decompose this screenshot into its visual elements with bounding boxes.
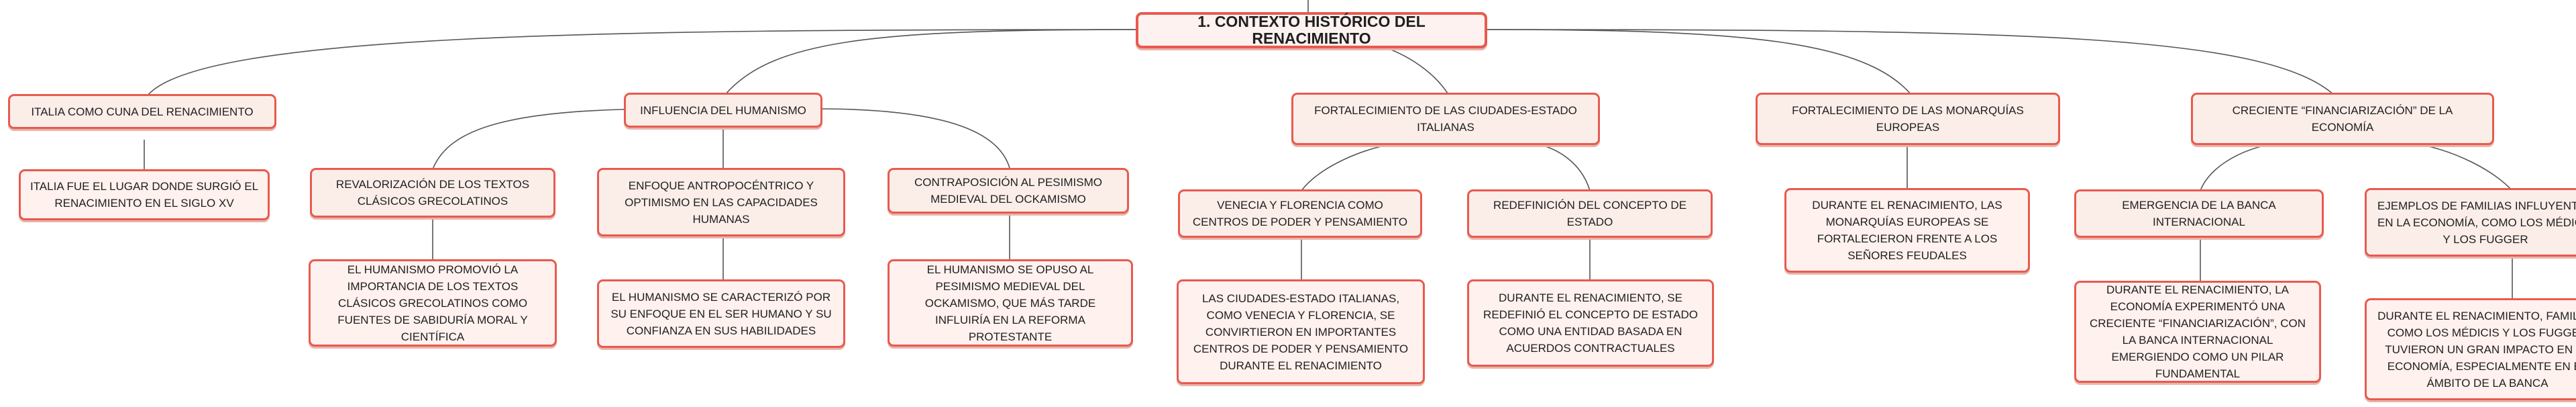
connector-b2-c3	[816, 108, 1010, 169]
connector-root-branch-1	[147, 29, 1138, 96]
branch-italia-cuna[interactable]: ITALIA COMO CUNA DEL RENACIMIENTO	[8, 94, 276, 129]
leaf-humanismo-ser-humano[interactable]: EL HUMANISMO SE CARACTERIZÓ POR SU ENFOQ…	[597, 279, 845, 348]
topic-venecia-florencia[interactable]: VENECIA Y FLORENCIA COMO CENTROS DE PODE…	[1178, 189, 1422, 238]
topic-contraposicion-pesimismo[interactable]: CONTRAPOSICIÓN AL PESIMISMO MEDIEVAL DEL…	[888, 168, 1129, 214]
connector-b3-c1	[1301, 142, 1403, 191]
leaf-monarquias-feudales[interactable]: DURANTE EL RENACIMIENTO, LAS MONARQUÍAS …	[1784, 188, 2030, 273]
leaf-ciudades-centros-poder[interactable]: LAS CIUDADES-ESTADO ITALIANAS, COMO VENE…	[1177, 279, 1425, 384]
topic-banca-internacional[interactable]: EMERGENCIA DE LA BANCA INTERNACIONAL	[2074, 189, 2324, 238]
leaf-financiarizacion-banca[interactable]: DURANTE EL RENACIMIENTO, LA ECONOMÍA EXP…	[2074, 281, 2321, 383]
connector-root-branch-4	[1485, 29, 1913, 96]
connector-b3-c2	[1529, 142, 1591, 191]
leaf-humanismo-ockamismo[interactable]: EL HUMANISMO SE OPUSO AL PESIMISMO MEDIE…	[888, 259, 1133, 347]
topic-revalorizacion-textos[interactable]: REVALORIZACIÓN DE LOS TEXTOS CLÁSICOS GR…	[310, 168, 555, 218]
branch-monarquias-europeas[interactable]: FORTALECIMIENTO DE LAS MONARQUÍAS EUROPE…	[1756, 93, 2060, 145]
branch-ciudades-estado[interactable]: FORTALECIMIENTO DE LAS CIUDADES-ESTADO I…	[1291, 93, 1600, 145]
connector-b5-c1	[2200, 142, 2282, 191]
branch-financiarizacion[interactable]: CRECIENTE “FINANCIARIZACIÓN” DE LA ECONO…	[2191, 93, 2494, 145]
connector-b5-c2	[2408, 142, 2513, 191]
topic-redefinicion-estado[interactable]: REDEFINICIÓN DEL CONCEPTO DE ESTADO	[1467, 189, 1713, 238]
leaf-italia-siglo-xv[interactable]: ITALIA FUE EL LUGAR DONDE SURGIÓ EL RENA…	[19, 169, 270, 220]
connector-root-branch-2	[724, 29, 1138, 96]
branch-influencia-humanismo[interactable]: INFLUENCIA DEL HUMANISMO	[624, 93, 822, 128]
connector-root-branch-5	[1485, 29, 2335, 96]
connector-b2-c1	[432, 108, 672, 170]
topic-enfoque-antropocentrico[interactable]: ENFOQUE ANTROPOCÉNTRICO Y OPTIMISMO EN L…	[597, 168, 845, 236]
leaf-medicis-fugger[interactable]: DURANTE EL RENACIMIENTO, FAMILIAS COMO L…	[2365, 298, 2576, 400]
connector-root-branch-3	[1375, 44, 1450, 96]
leaf-humanismo-textos-clasicos[interactable]: EL HUMANISMO PROMOVIÓ LA IMPORTANCIA DE …	[309, 259, 557, 347]
topic-familias-influyentes[interactable]: EJEMPLOS DE FAMILIAS INFLUYENTES EN LA E…	[2365, 188, 2576, 257]
leaf-estado-acuerdos[interactable]: DURANTE EL RENACIMIENTO, SE REDEFINIÓ EL…	[1467, 279, 1714, 367]
root-topic[interactable]: 1. CONTEXTO HISTÓRICO DEL RENACIMIENTO	[1136, 12, 1487, 48]
